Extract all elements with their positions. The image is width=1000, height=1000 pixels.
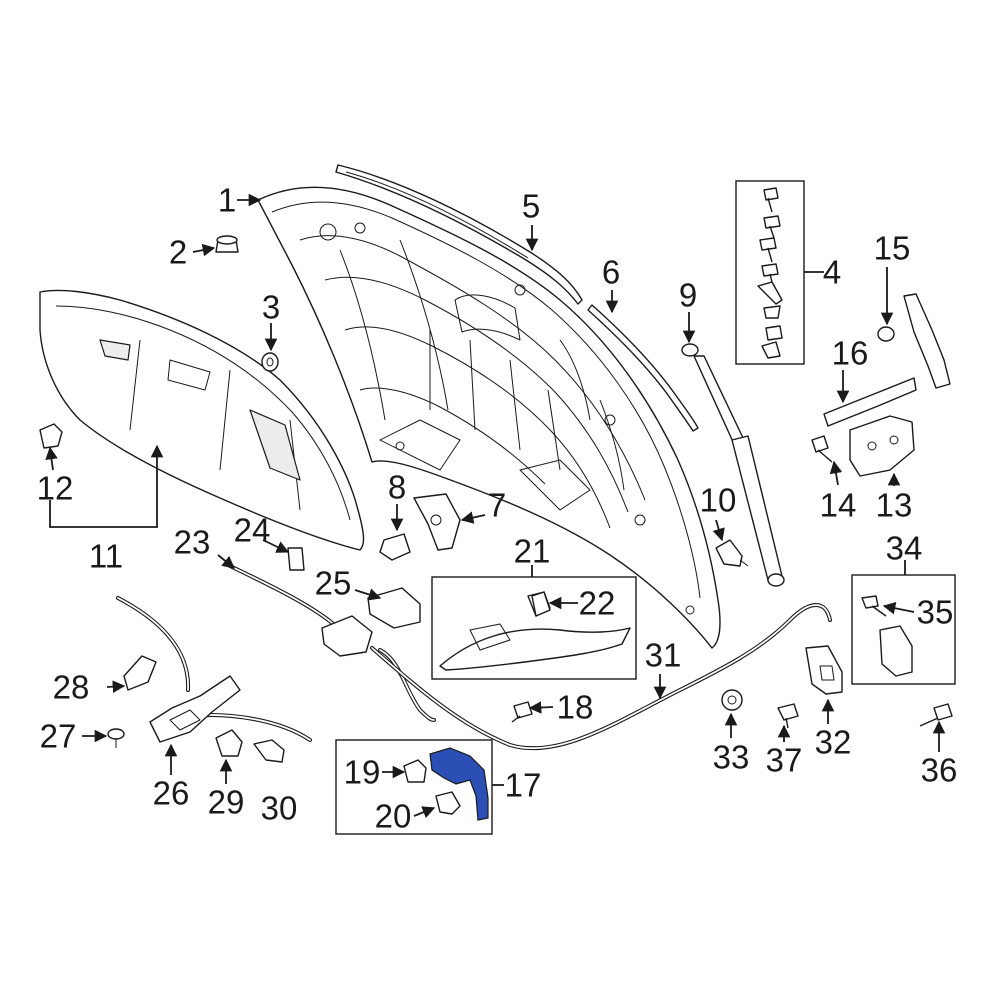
- primary-latch: [149, 675, 241, 743]
- part-10-stop: [715, 539, 749, 567]
- callout-5: 5: [521, 187, 541, 225]
- callout-4: 4: [822, 253, 842, 291]
- part-27-screw: [107, 728, 125, 748]
- part-18-bolt: [511, 701, 533, 723]
- callout-25: 25: [314, 564, 352, 602]
- callout-17: 17: [504, 766, 542, 804]
- side-seal-strip: [587, 304, 699, 432]
- callout-16: 16: [831, 334, 869, 372]
- hood-hinge: [811, 293, 951, 477]
- callout-13: 13: [875, 486, 913, 524]
- part-30-bolt: [253, 739, 285, 763]
- callout-7: 7: [487, 486, 507, 524]
- part-17-highlighted: [429, 747, 489, 821]
- callout-26: 26: [152, 774, 190, 812]
- part-7-bracket: [413, 493, 461, 551]
- leader-lines: [45, 193, 946, 819]
- part-28-cover: [123, 655, 157, 691]
- callout-36: 36: [920, 751, 958, 789]
- callout-12: 12: [36, 469, 74, 507]
- callout-27: 27: [39, 717, 77, 755]
- part-33-washer: [721, 689, 743, 711]
- part-22-clip: [531, 591, 551, 617]
- callout-33: 33: [712, 738, 750, 776]
- hood-panel: [257, 186, 721, 649]
- callout-24: 24: [233, 511, 271, 549]
- part-20-bumper: [435, 791, 461, 815]
- part-3-grommet: [261, 352, 279, 372]
- part-32-striker: [805, 645, 843, 695]
- callout-9: 9: [678, 276, 698, 314]
- front-seal-strip: [335, 164, 583, 305]
- callout-37: 37: [765, 741, 803, 779]
- part-2-plug: [215, 235, 239, 253]
- callout-14: 14: [819, 486, 857, 524]
- part-4-fasteners: [757, 187, 783, 359]
- part-34-striker: [861, 595, 913, 677]
- part-24-clip: [287, 547, 305, 571]
- part-19-clip: [403, 759, 427, 783]
- part-29-bumper: [215, 729, 243, 757]
- part-37-bolt: [777, 703, 799, 729]
- callout-19: 19: [343, 753, 381, 791]
- part-17-box: [335, 739, 493, 835]
- part-34-box: [851, 574, 956, 685]
- callout-2: 2: [168, 233, 188, 271]
- callout-32: 32: [814, 723, 852, 761]
- callout-11: 11: [88, 537, 124, 575]
- callout-21: 21: [513, 532, 551, 570]
- hood-strut: [681, 343, 785, 587]
- part-12-clip: [39, 423, 63, 449]
- callout-1: 1: [217, 181, 237, 219]
- part-21-box: [431, 576, 637, 680]
- callout-29: 29: [207, 783, 245, 821]
- callout-23: 23: [173, 523, 211, 561]
- callout-35: 35: [916, 593, 954, 631]
- callout-15: 15: [873, 229, 911, 267]
- callout-22: 22: [578, 584, 616, 622]
- callout-31: 31: [644, 636, 682, 674]
- part-36-bolt: [919, 703, 953, 727]
- callout-3: 3: [261, 288, 281, 326]
- callout-8: 8: [387, 468, 407, 506]
- part-8-bumper: [379, 533, 411, 561]
- callout-30: 30: [260, 789, 298, 827]
- callout-20: 20: [374, 797, 412, 835]
- hood-insulator: [39, 289, 365, 551]
- callout-28: 28: [52, 668, 90, 706]
- cable-junction: [321, 615, 373, 657]
- callout-6: 6: [601, 253, 621, 291]
- release-cables: [116, 564, 832, 751]
- part-25-bracket: [367, 587, 421, 629]
- callout-18: 18: [556, 688, 594, 726]
- callout-10: 10: [699, 481, 737, 519]
- callout-34: 34: [885, 529, 923, 567]
